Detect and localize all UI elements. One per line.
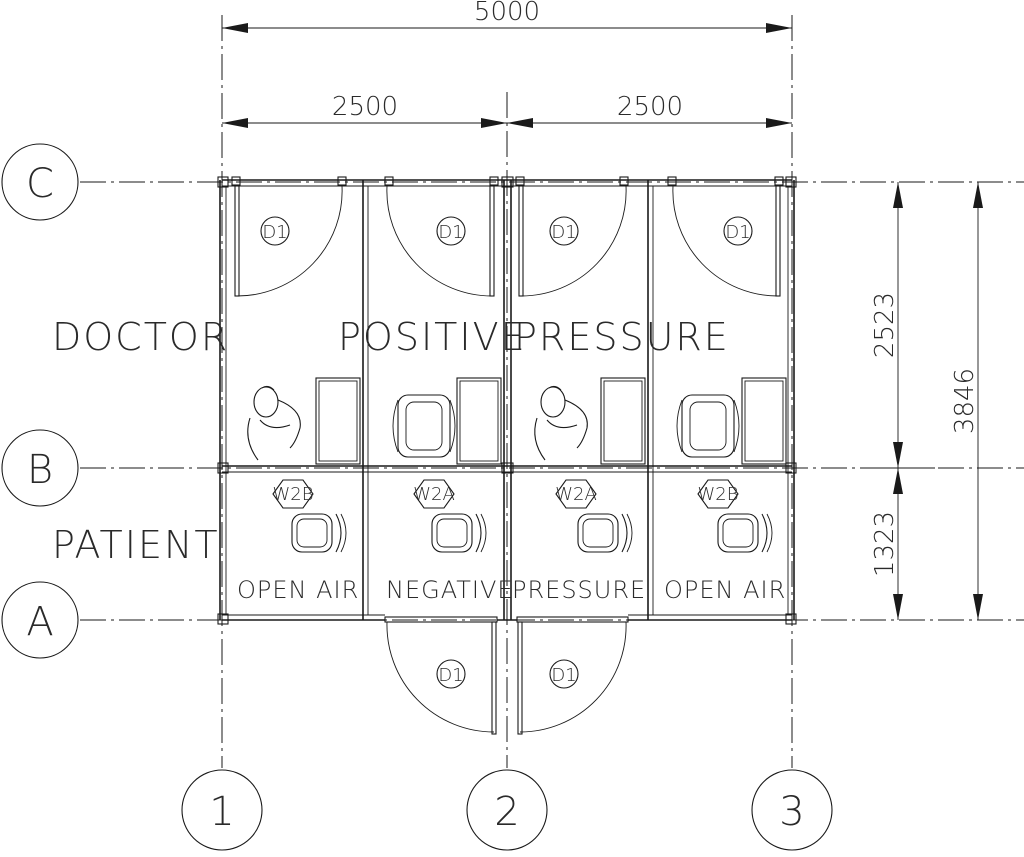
- grid-bubble-c: C: [1, 143, 79, 221]
- grid-label-2: 2: [494, 789, 519, 835]
- dimension-vertical-parts: 2523 1323: [870, 182, 935, 620]
- zone-label-open-air-right: OPEN AIR: [664, 576, 786, 604]
- dim-2523: 2523: [870, 292, 900, 358]
- person-figure-2: [534, 385, 588, 461]
- dimension-bays: 2500 2500: [222, 92, 792, 128]
- grid-bubble-3: 3: [751, 769, 833, 851]
- door-tag-upper-3: D1: [551, 222, 576, 243]
- zone-label-positive: POSITIVE: [338, 315, 527, 359]
- zone-label-open-air-left: OPEN AIR: [237, 576, 359, 604]
- patient-chair-2: [431, 513, 487, 553]
- walls: [217, 176, 797, 625]
- window-tag-1: W2B: [272, 479, 314, 509]
- zone-label-patient: PATIENT: [52, 523, 220, 567]
- person-figure-1: [247, 385, 301, 461]
- dim-2500-right: 2500: [617, 92, 683, 122]
- grid-bubble-b: B: [1, 429, 79, 507]
- desks: [315, 377, 787, 465]
- dimension-vertical-overall: 3846: [950, 182, 983, 620]
- door-tag-lower-2: D1: [551, 665, 576, 686]
- door-lower-left: D1: [384, 616, 498, 735]
- door-tag-upper-1: D1: [262, 222, 287, 243]
- dim-3846: 3846: [950, 368, 980, 434]
- door-upper-3: D1: [518, 185, 627, 297]
- dim-2500-left: 2500: [332, 92, 398, 122]
- dim-1323: 1323: [870, 511, 900, 577]
- grid-bubble-1: 1: [181, 769, 263, 851]
- grid-bubble-2: 2: [466, 769, 548, 851]
- window-label-4: W2B: [697, 484, 738, 505]
- door-tag-upper-4: D1: [725, 222, 750, 243]
- door-tag-lower-1: D1: [438, 665, 463, 686]
- zone-label-pressure-upper: PRESSURE: [514, 315, 730, 359]
- window-label-1: W2B: [272, 484, 313, 505]
- grid-lines: [80, 15, 1024, 768]
- window-tag-2: W2A: [413, 479, 455, 509]
- door-tag-upper-2: D1: [438, 222, 463, 243]
- window-label-2: W2A: [413, 484, 455, 505]
- grid-label-b: B: [27, 447, 53, 493]
- door-upper-2: D1: [386, 185, 495, 297]
- chair-upper-1: [392, 394, 456, 458]
- chair-upper-2: [676, 394, 740, 458]
- patient-chair-1: [291, 513, 347, 553]
- grid-label-c: C: [26, 161, 54, 207]
- zone-label-doctor: DOCTOR: [52, 315, 229, 359]
- window-label-3: W2A: [555, 484, 597, 505]
- zone-label-pressure-lower: PRESSURE: [512, 576, 646, 604]
- door-lower-right: D1: [516, 616, 629, 735]
- patient-chair-3: [577, 513, 633, 553]
- window-tag-4: W2B: [697, 479, 739, 509]
- zone-label-negative: NEGATIVE: [386, 576, 514, 604]
- door-upper-4: D1: [672, 185, 781, 297]
- dim-5000: 5000: [474, 0, 540, 27]
- door-upper-1: D1: [234, 185, 343, 297]
- window-tag-3: W2A: [555, 479, 597, 509]
- grid-label-a: A: [26, 599, 53, 645]
- dimension-overall-width: 5000: [222, 0, 792, 33]
- grid-label-1: 1: [209, 789, 234, 835]
- patient-chair-4: [717, 513, 773, 553]
- grid-bubble-a: A: [1, 581, 79, 659]
- grid-label-3: 3: [779, 789, 804, 835]
